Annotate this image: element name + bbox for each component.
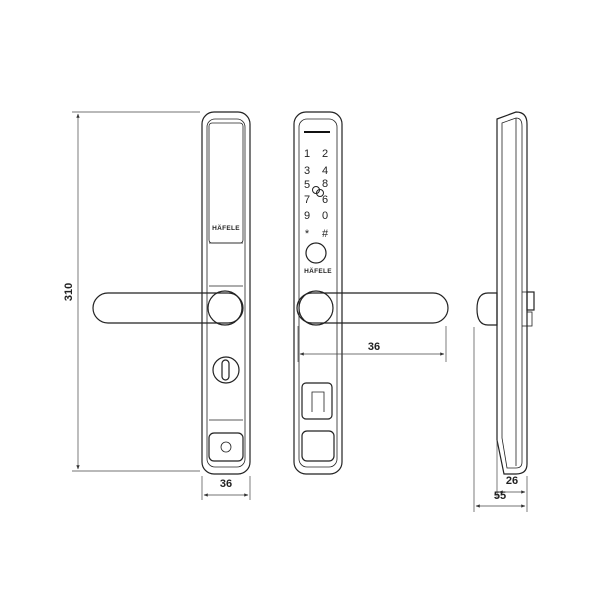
front-handle-rosette xyxy=(207,290,243,326)
keypad-lever-handle xyxy=(296,292,449,324)
keypad-key[interactable]: 3 xyxy=(304,165,310,177)
keypad-round-button[interactable] xyxy=(305,242,327,264)
keypad-key[interactable]: 4 xyxy=(322,165,328,177)
keypad-key[interactable]: 0 xyxy=(322,210,328,222)
keyhole-cylinder xyxy=(212,356,240,384)
height-dimension-label: 310 xyxy=(63,283,75,301)
side-lever-profile xyxy=(476,292,498,326)
side-body xyxy=(496,111,528,475)
handle-projection-dimension: 36 xyxy=(297,326,447,362)
side-view xyxy=(476,111,535,475)
front-view: HÄFELE xyxy=(92,111,251,475)
keypad-key[interactable]: # xyxy=(322,228,329,240)
keypad-key[interactable]: * xyxy=(305,228,310,240)
keypad-key[interactable]: 9 xyxy=(304,210,310,222)
bottom-screw-icon xyxy=(220,441,232,453)
side-spindle xyxy=(526,291,535,311)
keypad-brand-logo: HÄFELE xyxy=(304,267,332,275)
side-body-depth-label: 26 xyxy=(506,475,518,487)
keypad-key[interactable]: 6 xyxy=(322,194,328,206)
keypad-key[interactable]: 2 xyxy=(322,148,328,160)
keypad-view: 1 2 3 4 5 6 7 8 9 0 * # HÄFELE xyxy=(293,111,449,475)
front-bottom-plug xyxy=(208,432,244,462)
keypad-bottom-plug xyxy=(301,430,335,462)
lock-status-icon xyxy=(312,186,324,197)
keypad-key[interactable]: 1 xyxy=(304,148,310,160)
front-width-label: 36 xyxy=(220,478,232,490)
front-brand-logo: HÄFELE xyxy=(212,224,240,232)
height-dimension: 310 xyxy=(63,111,200,472)
keypad-key[interactable]: 8 xyxy=(322,178,328,190)
keypad-grid: 1 2 3 4 5 6 7 8 9 0 * # xyxy=(304,148,329,240)
fingerprint-sensor[interactable] xyxy=(301,382,333,420)
keypad-handle-rosette xyxy=(298,290,334,326)
front-width-dimension: 36 xyxy=(201,476,251,500)
keypad-key[interactable]: 5 xyxy=(304,179,310,191)
side-total-dimension: 55 xyxy=(473,327,526,512)
side-total-depth-label: 55 xyxy=(494,490,506,502)
handle-projection-label: 36 xyxy=(368,341,380,353)
keyhole-slot xyxy=(221,359,230,381)
keypad-key[interactable]: 7 xyxy=(304,194,310,206)
side-body-dimension: 26 xyxy=(496,440,528,512)
front-lever-handle xyxy=(92,292,244,324)
